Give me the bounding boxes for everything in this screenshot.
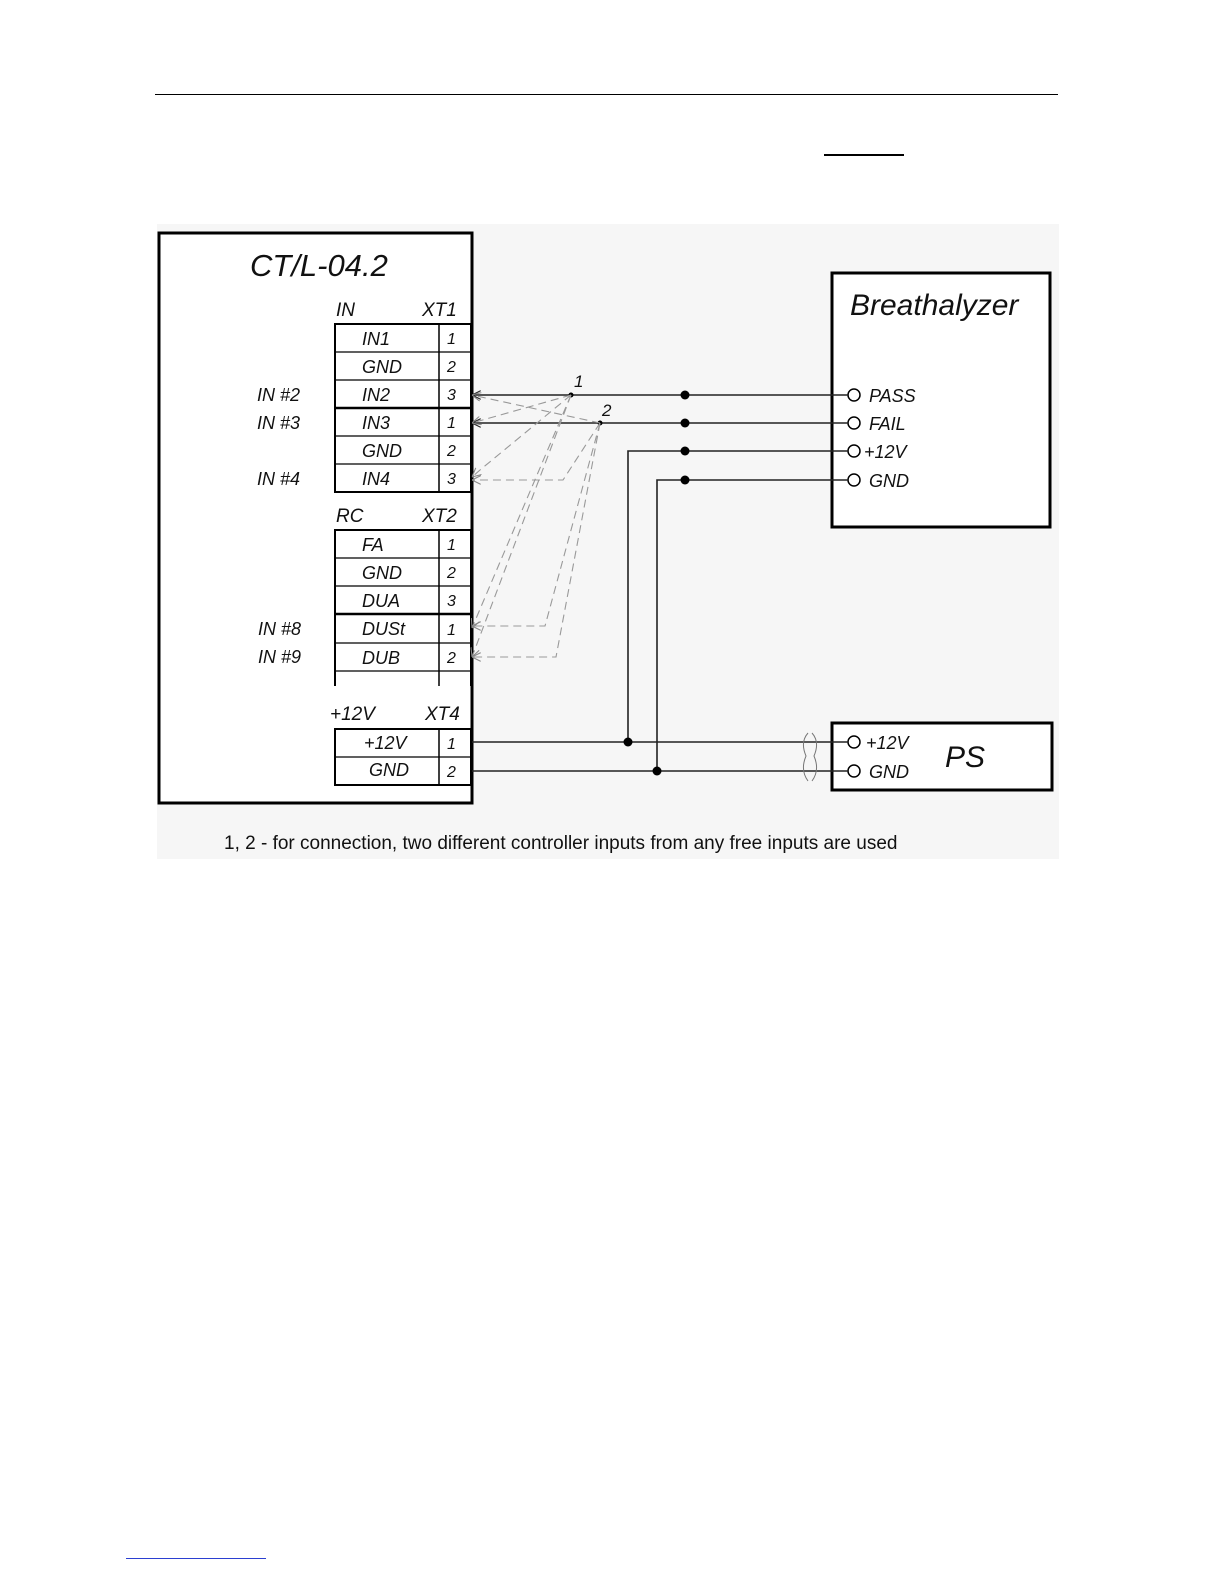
xt2-row-5-pin: 2 <box>446 650 456 667</box>
xt1-row-3-pin: 3 <box>447 387 456 404</box>
xt1-row-6-side: IN #4 <box>257 469 300 489</box>
xt4-group-label: +12V <box>330 704 377 725</box>
junction-pass <box>681 391 690 400</box>
terminal-gnd-label: GND <box>869 471 909 491</box>
xt2-row-4-name: DUSt <box>362 619 406 639</box>
xt1-connector-label: XT1 <box>421 300 457 321</box>
terminal-12v-label: +12V <box>864 442 909 462</box>
diagram-note: 1, 2 - for connection, two different con… <box>224 833 897 854</box>
xt4-connector-label: XT4 <box>424 704 460 725</box>
xt2-group-label: RC <box>336 506 364 527</box>
xt1-row-1-name: IN1 <box>362 329 390 349</box>
xt1-row-3-side: IN #2 <box>257 385 300 405</box>
xt2-connector-label: XT2 <box>421 506 457 527</box>
junction-label-2: 2 <box>601 401 612 420</box>
xt2-row-2-pin: 2 <box>446 565 456 582</box>
xt1-row-4-name: IN3 <box>362 413 390 433</box>
junction-fail <box>681 419 690 428</box>
xt4-row-1-pin: 1 <box>447 736 456 753</box>
xt1-row-3-name: IN2 <box>362 385 390 405</box>
ps-terminal-12v-circle <box>848 736 860 748</box>
power-supply-box: +12V GND PS <box>832 723 1052 790</box>
xt1-row-4-pin: 1 <box>447 415 456 432</box>
xt4-row-1-name: +12V <box>364 733 409 753</box>
xt2-row-1-name: FA <box>362 535 384 555</box>
xt2-row-3-name: DUA <box>362 591 400 611</box>
xt4-row-2-name: GND <box>369 760 409 780</box>
xt1-row-2-pin: 2 <box>446 359 456 376</box>
junction-12v-breath <box>681 447 690 456</box>
xt2-row-5-side: IN #9 <box>258 647 301 667</box>
junction-gnd-breath <box>681 476 690 485</box>
xt1-row-1-pin: 1 <box>447 331 456 348</box>
xt2-row-4-side: IN #8 <box>258 619 301 639</box>
ps-terminal-12v-label: +12V <box>866 733 911 753</box>
terminal-fail-circle <box>848 417 860 429</box>
power-supply-title: PS <box>945 741 985 774</box>
xt2-row-4-pin: 1 <box>447 622 456 639</box>
xt2-row-1-pin: 1 <box>447 537 456 554</box>
terminal-12v-circle <box>848 445 860 457</box>
terminal-pass-label: PASS <box>869 386 916 406</box>
xt1-row-6-pin: 3 <box>447 471 456 488</box>
xt2-row-3-pin: 3 <box>447 593 456 610</box>
ps-terminal-gnd-label: GND <box>869 762 909 782</box>
xt1-row-6-name: IN4 <box>362 469 390 489</box>
ps-terminal-gnd-circle <box>848 765 860 777</box>
xt1-group-label: IN <box>336 300 355 321</box>
junction-12v-ps <box>624 738 633 747</box>
breathalyzer-box: Breathalyzer PASS FAIL +12V GND <box>832 273 1050 527</box>
terminal-gnd-circle <box>848 474 860 486</box>
breathalyzer-title: Breathalyzer <box>850 289 1019 322</box>
xt2-row-2-name: GND <box>362 563 402 583</box>
terminal-fail-label: FAIL <box>869 414 906 434</box>
terminal-pass-circle <box>848 389 860 401</box>
xt1-row-2-name: GND <box>362 357 402 377</box>
controller-title: CT/L-04.2 <box>250 248 388 283</box>
junction-label-1: 1 <box>574 372 583 391</box>
xt4-row-2-pin: 2 <box>446 764 456 781</box>
xt1-row-4-side: IN #3 <box>257 413 300 433</box>
xt1-row-5-name: GND <box>362 441 402 461</box>
xt1-row-5-pin: 2 <box>446 443 456 460</box>
junction-gnd-ps <box>653 767 662 776</box>
xt2-row-5-name: DUB <box>362 648 400 668</box>
